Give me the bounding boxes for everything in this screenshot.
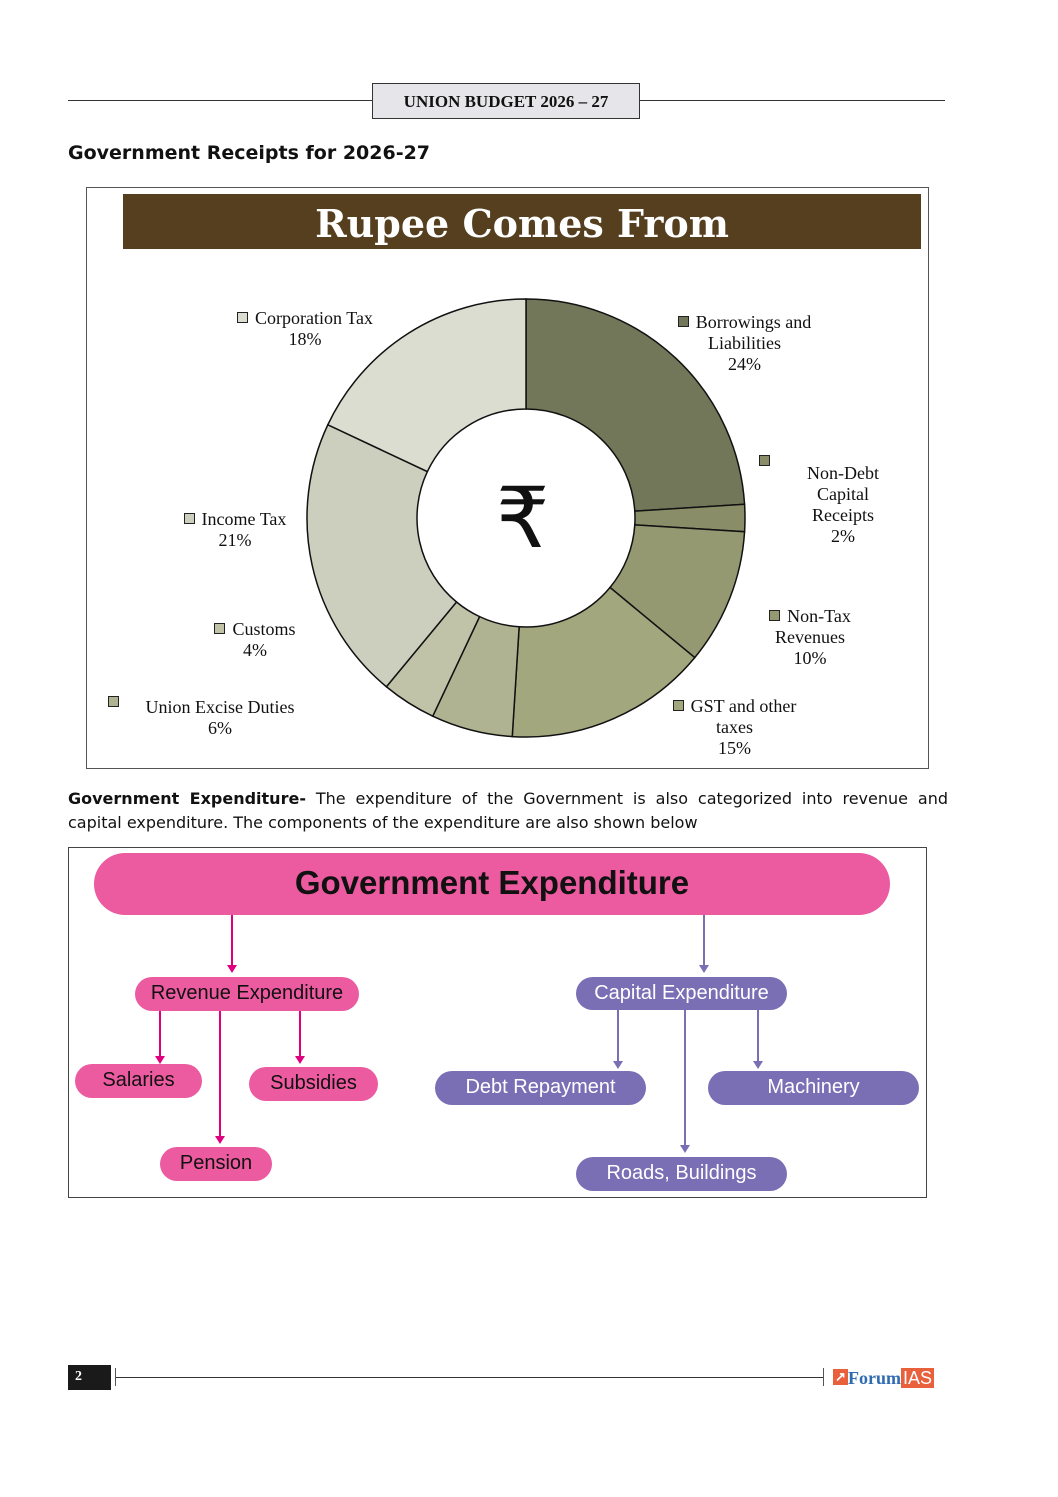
donut-slice (326, 298, 527, 473)
connector (231, 915, 233, 968)
legend-value: 21% (218, 530, 252, 550)
header-rule-left (68, 100, 372, 101)
legend-value: 2% (831, 526, 855, 546)
expenditure-paragraph: Government Expenditure- The expenditure … (68, 787, 948, 835)
header-rule-right (640, 100, 945, 101)
legend-corporation-tax: Corporation Tax 18% (210, 308, 400, 350)
logo-text: IAS (901, 1368, 935, 1388)
legend-text: Income Tax (201, 509, 287, 529)
connector (299, 1011, 301, 1056)
legend-value: 6% (208, 718, 232, 738)
paragraph-body: The expenditure of the Government is als… (68, 789, 949, 832)
legend-non-tax: Non-Tax Revenues 10% (755, 606, 865, 669)
legend-text: Corporation Tax (255, 308, 373, 328)
legend-swatch (672, 700, 684, 711)
legend-text: Liabilities (708, 333, 781, 353)
legend-gst: GST and other taxes 15% (652, 696, 817, 759)
capital-expenditure-node: Capital Expenditure (576, 977, 787, 1010)
header-title: UNION BUDGET 2026 – 27 (372, 83, 640, 119)
arrow-head (295, 1056, 305, 1064)
legend-text: Receipts (812, 505, 874, 525)
legend-value: 24% (728, 354, 761, 374)
arrow-head (753, 1061, 763, 1069)
donut-chart (306, 298, 746, 738)
connector (684, 1010, 686, 1146)
legend-customs: Customs 4% (195, 619, 315, 661)
legend-text: Borrowings and (695, 312, 812, 332)
donut-slice (306, 423, 458, 688)
legend-swatch (677, 316, 689, 327)
legend-value: 18% (288, 329, 322, 349)
legend-swatch (214, 623, 226, 634)
logo-text: Forum (848, 1368, 901, 1388)
section-title: Government Receipts for 2026-27 (68, 142, 431, 164)
paragraph-lead: Government Expenditure- (68, 789, 306, 808)
legend-swatch (108, 696, 119, 707)
legend-value: 15% (718, 738, 751, 758)
legend-swatch (769, 610, 781, 621)
legend-income-tax: Income Tax 21% (165, 509, 305, 551)
legend-value: 10% (793, 648, 827, 668)
legend-text: Customs (232, 619, 296, 639)
expenditure-diagram (68, 847, 927, 1198)
machinery-node: Machinery (708, 1071, 919, 1105)
legend-value: 4% (243, 640, 267, 660)
arrow-head (613, 1061, 623, 1069)
legend-non-debt: Non-Debt Capital Receipts 2% (788, 463, 898, 547)
connector (159, 1011, 161, 1056)
legend-excise: Union Excise Duties 6% (130, 697, 310, 739)
pension-node: Pension (160, 1147, 272, 1181)
chart-title: Rupee Comes From (123, 194, 921, 249)
page-number: 2 (68, 1365, 111, 1390)
legend-swatch (759, 455, 770, 466)
footer-tick (823, 1368, 824, 1386)
legend-swatch (183, 513, 195, 524)
footer-tick (115, 1368, 116, 1386)
legend-swatch (237, 312, 249, 323)
footer-rule (116, 1377, 823, 1378)
donut-slice (525, 298, 746, 512)
salaries-node: Salaries (75, 1064, 202, 1098)
donut-slice (511, 586, 696, 738)
connector (617, 1010, 619, 1062)
legend-text: GST and other (690, 696, 797, 716)
legend-text: Union Excise Duties (145, 697, 295, 717)
legend-text: taxes (716, 717, 753, 737)
arrow-head (155, 1056, 165, 1064)
debt-repayment-node: Debt Repayment (435, 1071, 646, 1105)
legend-text: Non-Tax (787, 606, 851, 626)
legend-text: Capital (817, 484, 869, 504)
legend-text: Non-Debt (807, 463, 879, 483)
chart-frame (86, 187, 929, 769)
revenue-expenditure-node: Revenue Expenditure (135, 977, 359, 1011)
arrow-head (215, 1136, 225, 1144)
connector (219, 1011, 221, 1136)
diagram-title: Government Expenditure (94, 853, 890, 915)
connector (757, 1010, 759, 1062)
arrow-head (227, 965, 237, 973)
logo-arrow-icon: ↗ (833, 1369, 848, 1385)
subsidies-node: Subsidies (249, 1067, 378, 1101)
roads-buildings-node: Roads, Buildings (576, 1157, 787, 1191)
connector (703, 915, 705, 968)
rupee-symbol: ₹ (496, 469, 550, 567)
legend-borrowings: Borrowings and Liabilities 24% (662, 312, 827, 375)
arrow-head (680, 1145, 690, 1153)
legend-text: Revenues (775, 627, 845, 647)
arrow-head (699, 965, 709, 973)
